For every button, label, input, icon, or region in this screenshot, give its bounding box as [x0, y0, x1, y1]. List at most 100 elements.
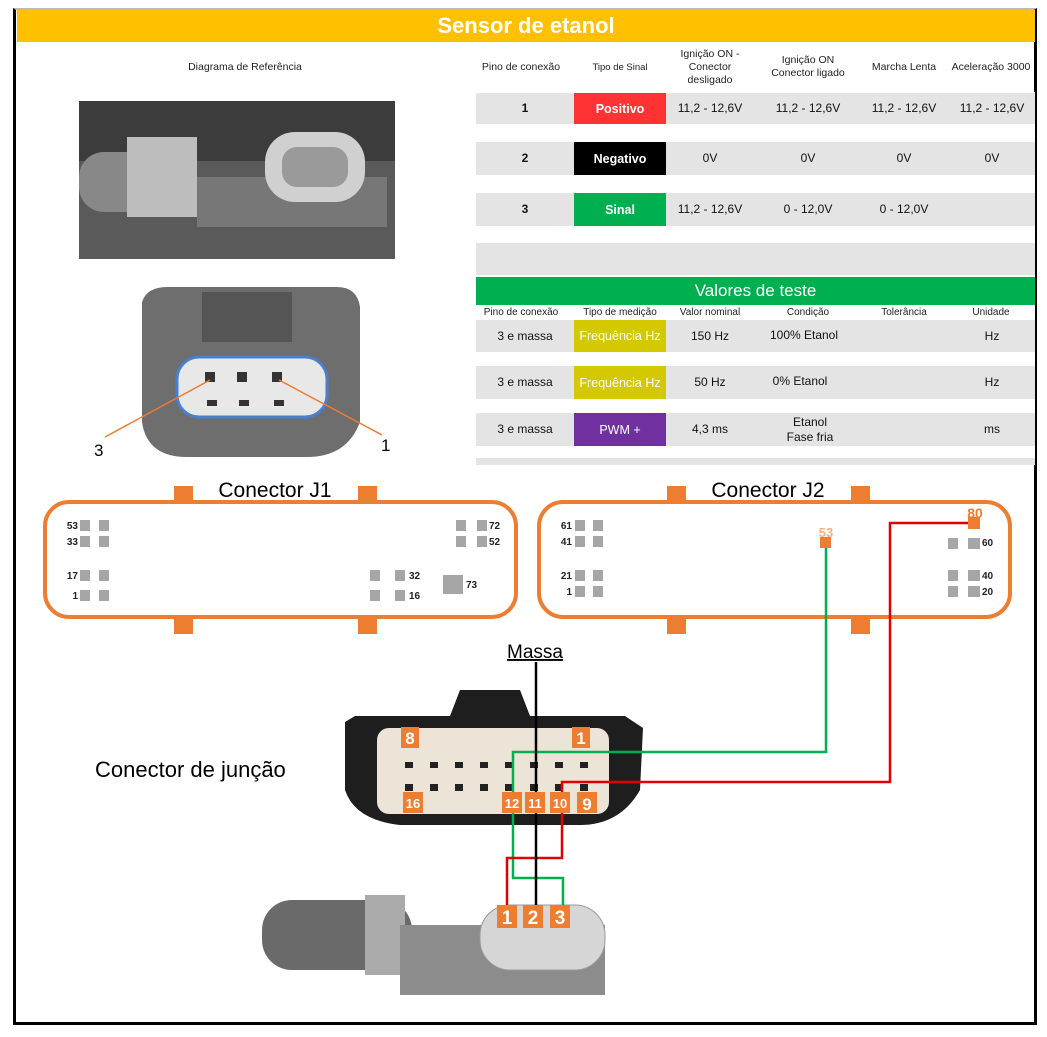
- unit-cell: Hz: [984, 328, 1000, 343]
- pin-number: 3: [521, 202, 529, 216]
- pin-label: 8: [405, 729, 414, 748]
- pin-label: 1: [502, 908, 513, 929]
- value-cell: 11,2 - 12,6V: [677, 101, 743, 115]
- pin-label: 60: [982, 538, 994, 549]
- condition-cell: 0% Etanol: [772, 374, 828, 388]
- col-header-accel: Aceleração 3000: [951, 60, 1031, 73]
- pin-label: 17: [67, 571, 79, 582]
- test-col-condition: Condição: [786, 307, 830, 318]
- pin-cell: 3 e massa: [497, 422, 553, 436]
- value-cell: 0V: [702, 151, 718, 165]
- table-row: 3 e massa Frequência Hz 50 Hz 0% Etanol …: [476, 366, 1035, 399]
- test-col-type: Tipo de medição: [583, 307, 657, 318]
- connector-tabs: [174, 486, 870, 634]
- test-values-title: Valores de teste: [476, 277, 1035, 305]
- pin-label: 32: [409, 571, 421, 582]
- col-header-pin: Pino de conexão: [481, 60, 561, 73]
- condition-cell: Etanol Fase fria: [786, 414, 834, 444]
- pin-label: 61: [561, 521, 573, 532]
- pin-label-3: 3: [94, 441, 103, 460]
- j2-pin-53-label: 53: [819, 525, 833, 540]
- pin-label: 53: [67, 521, 79, 532]
- pin-label: 16: [409, 591, 421, 602]
- pin-number: 1: [521, 101, 529, 115]
- signal-type-badge: Sinal: [574, 193, 666, 226]
- pin-label: 73: [466, 580, 478, 591]
- massa-label: Massa: [507, 642, 563, 663]
- table-row: 3 e massa Frequência Hz 150 Hz 100% Etan…: [476, 320, 1035, 352]
- j2-pin-80: [968, 517, 980, 529]
- nominal-cell: 50 Hz: [694, 375, 726, 389]
- pin-label: 1: [576, 729, 585, 748]
- col-header-ign-on: Ignição ON Conector ligado: [771, 54, 845, 79]
- signal-wire: [511, 548, 828, 905]
- reference-header: Diagrama de Referência: [188, 60, 302, 73]
- table-row: 1 Positivo 11,2 - 12,6V 11,2 - 12,6V 11,…: [476, 93, 1035, 124]
- reference-photos: 3 1: [79, 101, 395, 460]
- pin-label: 10: [553, 796, 567, 811]
- pin-number: 2: [521, 151, 529, 165]
- signal-type-badge: Negativo: [574, 142, 666, 175]
- pin-label: 12: [505, 796, 519, 811]
- measure-type-badge: PWM +: [574, 413, 666, 446]
- pin-label: 2: [528, 908, 539, 929]
- table-spacer: [476, 458, 1035, 465]
- j1-pins: [80, 520, 487, 601]
- pin-label: 11: [528, 796, 542, 811]
- pin-label-1: 1: [381, 436, 390, 455]
- sensor-pin-labels: 1 2 3: [497, 905, 570, 929]
- value-cell: 0 - 12,0V: [879, 202, 929, 216]
- test-col-unit: Unidade: [972, 307, 1010, 318]
- unit-cell: ms: [984, 422, 1000, 436]
- condition-cell: 100% Etanol: [769, 328, 839, 342]
- unit-cell: Hz: [984, 375, 1000, 389]
- j2-pin-labels: 61 41 21 1 60 40 20: [561, 521, 994, 598]
- junction-label: Conector de junção: [95, 757, 286, 782]
- value-cell: 11,2 - 12,6V: [871, 101, 937, 115]
- table-spacer: [476, 243, 1035, 275]
- table-row: 2 Negativo 0V 0V 0V 0V: [476, 142, 1035, 175]
- j2-pin-80-label: 80: [967, 505, 983, 521]
- pin-label: 9: [582, 795, 591, 814]
- signal-type-badge: Positivo: [574, 93, 666, 124]
- nominal-cell: 150 Hz: [690, 328, 730, 343]
- table-row: 3 e massa PWM + 4,3 ms Etanol Fase fria …: [476, 413, 1035, 446]
- value-cell: 0V: [800, 151, 816, 165]
- test-table: 3 e massa Frequência Hz 150 Hz 100% Etan…: [476, 320, 1035, 465]
- pin-label: 72: [489, 521, 501, 532]
- page-title: Sensor de etanol: [17, 10, 1035, 42]
- pin-label: 40: [982, 571, 994, 582]
- pin-label: 1: [72, 591, 78, 602]
- measure-type-badge: Frequência Hz: [574, 366, 666, 399]
- test-col-nominal: Valor nominal: [679, 307, 741, 318]
- col-header-type: Tipo de Sinal: [592, 61, 648, 73]
- page-frame: [13, 8, 1037, 1025]
- test-col-pin: Pino de conexão: [483, 307, 559, 318]
- value-cell: 11,2 - 12,6V: [775, 101, 841, 115]
- j2-title: Conector J2: [711, 479, 824, 502]
- j1-pin-labels: 53 33 17 1 72 52 32 16 73: [67, 521, 501, 602]
- sensor-photo-bottom: [262, 895, 606, 995]
- table-row: 3 Sinal 11,2 - 12,6V 0 - 12,0V 0 - 12,0V: [476, 193, 1035, 226]
- connector-j2: [537, 500, 1012, 619]
- positive-wire: [505, 521, 968, 905]
- pin-label: 21: [561, 571, 573, 582]
- wires: [505, 521, 968, 910]
- value-cell: 11,2 - 12,6V: [959, 101, 1025, 115]
- col-header-ign-off: Ignição ON - Conector desligado: [680, 47, 740, 86]
- connector-j1: [43, 500, 518, 619]
- col-header-idle: Marcha Lenta: [871, 60, 937, 73]
- test-col-tolerance: Tolerância: [881, 307, 927, 318]
- pin-label: 16: [406, 796, 420, 811]
- pin-label: 20: [982, 587, 994, 598]
- pin-cell: 3 e massa: [497, 375, 553, 389]
- pin-label: 33: [67, 537, 79, 548]
- j2-pin-53: [820, 537, 831, 548]
- sensor-photo: [79, 101, 395, 259]
- pin-label: 3: [555, 908, 566, 929]
- junction-connector: [345, 690, 643, 825]
- pin-label: 1: [566, 587, 572, 598]
- value-cell: 0 - 12,0V: [783, 202, 833, 216]
- value-cell: 0V: [984, 151, 1000, 165]
- pin-cell: 3 e massa: [497, 328, 553, 343]
